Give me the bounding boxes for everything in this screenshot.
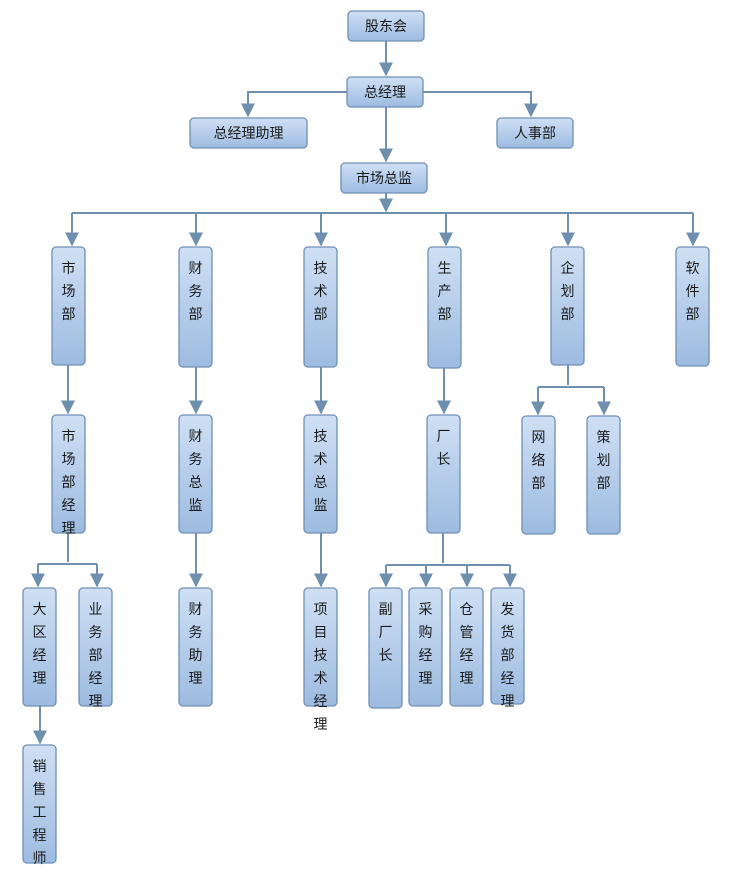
org-node-box <box>490 587 525 705</box>
org-node-label: 人事部 <box>514 126 556 142</box>
org-node-warehouse-manager: 仓管经理 <box>449 587 484 707</box>
org-node-box <box>51 246 86 366</box>
org-node-finance-director: 财务总监 <box>178 414 213 534</box>
org-node-box <box>586 415 621 535</box>
org-node-box <box>449 587 484 707</box>
org-node-planning-dept: 企划部 <box>550 246 585 366</box>
org-node-label: 策划部 <box>597 429 611 492</box>
org-node-gm-assistant: 总经理助理 <box>189 117 308 149</box>
org-node-box <box>550 246 585 366</box>
org-node-sales-engineer: 销售工程师 <box>22 744 57 867</box>
org-node-project-tech-manager: 项目技术经理 <box>303 587 338 733</box>
org-node-box <box>189 117 308 149</box>
org-node-box <box>303 414 338 534</box>
org-node-label: 股东会 <box>365 19 407 35</box>
org-node-market-manager: 市场部经理 <box>51 414 86 537</box>
org-node-box <box>426 414 461 534</box>
org-node-label: 销售工程师 <box>33 759 47 867</box>
org-node-box <box>368 587 403 709</box>
org-node-market-dept: 市场部 <box>51 246 86 366</box>
org-node-software-dept: 软件部 <box>675 246 710 367</box>
org-node-label: 大区经理 <box>33 602 47 687</box>
org-node-label: 财务助理 <box>189 602 203 687</box>
org-node-marketing-director: 市场总监 <box>340 162 428 194</box>
org-node-purchasing-manager: 采购经理 <box>408 587 443 707</box>
org-node-label: 软件部 <box>686 261 700 323</box>
org-node-box <box>78 587 113 707</box>
org-node-box <box>51 414 86 534</box>
org-node-label: 厂长 <box>437 429 451 468</box>
org-node-finance-dept: 财务部 <box>178 246 213 368</box>
org-node-label: 网络部 <box>532 430 546 492</box>
org-node-box <box>521 415 556 535</box>
org-node-network-dept: 网络部 <box>521 415 556 535</box>
org-node-deputy-factory-director: 副厂长 <box>368 587 403 709</box>
org-node-box <box>22 744 57 864</box>
org-node-strategy-dept: 策划部 <box>586 415 621 535</box>
org-node-label: 生产部 <box>438 261 452 323</box>
org-node-box <box>303 587 338 707</box>
org-node-label: 总经理助理 <box>214 126 284 142</box>
org-node-label: 市场部 <box>62 260 76 323</box>
org-node-finance-assistant: 财务助理 <box>178 587 213 707</box>
org-node-label: 项目技术经理 <box>314 602 328 733</box>
org-node-box <box>22 587 57 707</box>
org-node-label: 总经理 <box>364 85 406 101</box>
org-node-box <box>675 246 710 367</box>
org-node-label: 采购经理 <box>419 602 433 687</box>
org-node-box <box>496 117 574 149</box>
org-node-tech-dept: 技术部 <box>303 246 338 368</box>
org-node-tech-director: 技术总监 <box>303 414 338 534</box>
org-node-box <box>340 162 428 194</box>
org-node-box <box>347 10 425 42</box>
org-node-label: 副厂长 <box>379 602 393 664</box>
org-node-box <box>178 414 213 534</box>
org-node-box <box>178 246 213 368</box>
org-node-label: 仓管经理 <box>460 602 474 687</box>
connector-line <box>423 91 538 118</box>
org-node-factory-director: 厂长 <box>426 414 461 534</box>
org-node-box <box>178 587 213 707</box>
org-node-label: 技术总监 <box>314 429 328 514</box>
org-node-label: 技术部 <box>314 261 328 323</box>
org-node-label: 企划部 <box>561 260 575 323</box>
org-node-hr: 人事部 <box>496 117 574 149</box>
org-node-label: 市场总监 <box>356 170 412 187</box>
org-node-box <box>346 76 424 108</box>
org-node-label: 财务总监 <box>189 429 203 514</box>
org-node-gm: 总经理 <box>346 76 424 108</box>
org-node-label: 财务部 <box>189 261 203 323</box>
org-node-label: 发货部经理 <box>501 602 515 710</box>
org-node-sales-manager: 业务部经理 <box>78 587 113 710</box>
org-node-shipping-manager: 发货部经理 <box>490 587 525 710</box>
org-node-label: 市场部经理 <box>62 428 76 537</box>
org-node-box <box>427 246 462 369</box>
org-node-shareholders: 股东会 <box>347 10 425 42</box>
connector-line <box>241 91 347 118</box>
org-node-box <box>303 246 338 368</box>
org-node-label: 业务部经理 <box>89 602 103 710</box>
org-node-box <box>408 587 443 707</box>
org-node-production-dept: 生产部 <box>427 246 462 369</box>
org-node-regional-manager: 大区经理 <box>22 587 57 707</box>
